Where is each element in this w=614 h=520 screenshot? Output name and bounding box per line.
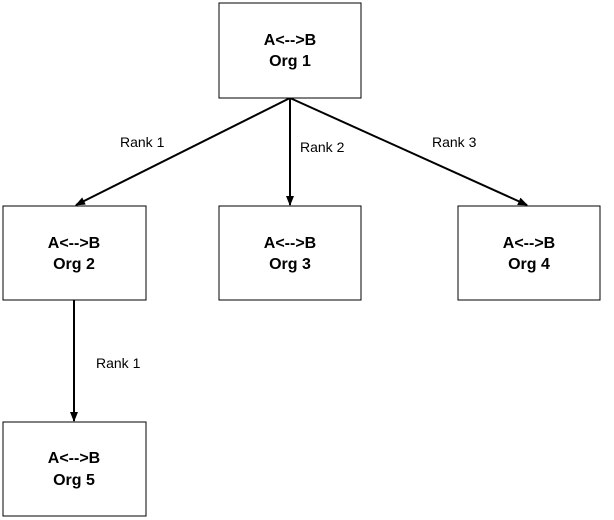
node-line1: A<-->B bbox=[264, 235, 316, 252]
node-box bbox=[2, 421, 147, 517]
edge-label-org1-org4: Rank 3 bbox=[432, 134, 477, 150]
edge-org1-org4: Rank 3 bbox=[289, 97, 528, 206]
node-line1: A<-->B bbox=[503, 235, 555, 252]
node-box bbox=[218, 2, 362, 99]
node-org3[interactable]: A<-->B Org 3 bbox=[218, 205, 362, 301]
node-org2[interactable]: A<-->B Org 2 bbox=[2, 205, 147, 301]
edge-label-org2-org5: Rank 1 bbox=[96, 355, 141, 371]
node-line2: Org 3 bbox=[269, 256, 311, 273]
edge-org2-org5: Rank 1 bbox=[70, 300, 141, 422]
edge-org1-org3: Rank 2 bbox=[286, 98, 345, 206]
edge-label-org1-org2: Rank 1 bbox=[120, 134, 165, 150]
node-org5[interactable]: A<-->B Org 5 bbox=[2, 421, 147, 517]
node-org4[interactable]: A<-->B Org 4 bbox=[457, 205, 601, 301]
node-line1: A<-->B bbox=[48, 235, 100, 252]
edge-label-org1-org3: Rank 2 bbox=[300, 139, 345, 155]
edge-line bbox=[75, 97, 291, 206]
node-line2: Org 1 bbox=[269, 53, 311, 70]
node-line2: Org 5 bbox=[53, 472, 95, 489]
node-box bbox=[2, 205, 147, 301]
node-line2: Org 4 bbox=[508, 256, 550, 273]
node-line1: A<-->B bbox=[264, 32, 316, 49]
node-line1: A<-->B bbox=[48, 450, 100, 467]
node-line2: Org 2 bbox=[53, 256, 95, 273]
node-org1[interactable]: A<-->B Org 1 bbox=[218, 2, 362, 99]
edge-line bbox=[289, 97, 528, 206]
edge-org1-org2: Rank 1 bbox=[75, 97, 291, 206]
node-box bbox=[457, 205, 601, 301]
node-box bbox=[218, 205, 362, 301]
